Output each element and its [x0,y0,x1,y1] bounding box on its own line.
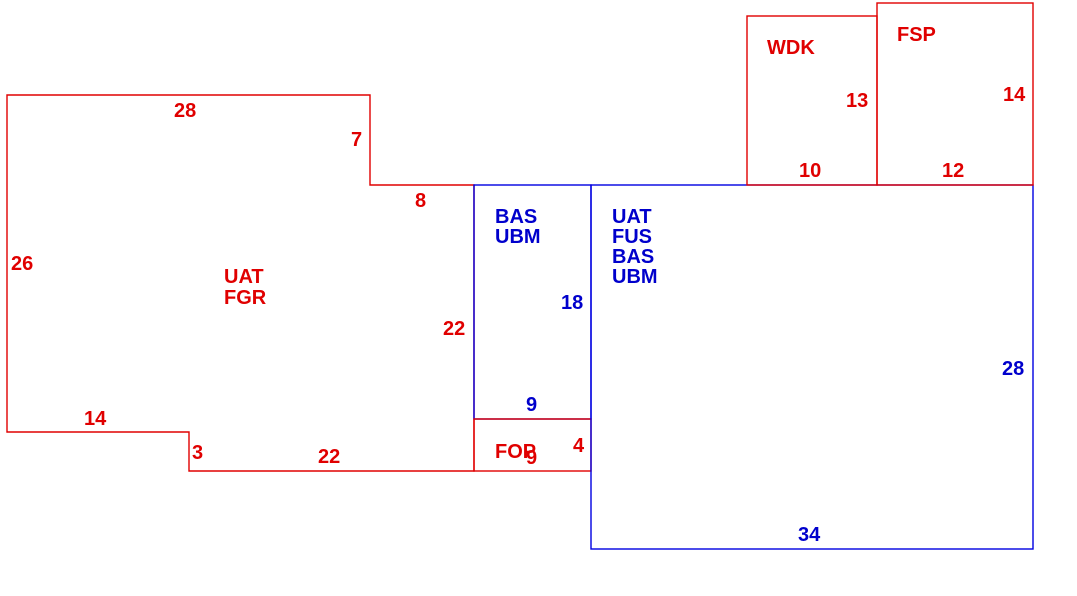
dimension-label: 14 [1003,84,1026,106]
dimension-label: 10 [799,160,821,182]
area-code: FOP [495,441,536,463]
dimension-label: 28 [1002,358,1024,380]
area-code: FSP [897,24,936,46]
dimension-label: 4 [573,435,585,457]
dimension-label: 13 [846,90,868,112]
dimension-label: 22 [443,318,465,340]
dimension-label: 12 [942,160,964,182]
dimension-label: 22 [318,446,340,468]
area-code: UBM [612,266,658,288]
area-code: FUS [612,226,652,248]
area-outline-uat-fus-bas-ubm [590,184,1034,550]
dimension-label: 14 [84,408,107,430]
dimension-label: 9 [526,394,537,416]
dimension-label: 9 [526,447,537,469]
area-code: BAS [495,206,537,228]
dimension-label: 8 [415,190,426,212]
dimension-label: 7 [351,129,362,151]
area-code: UBM [495,226,541,248]
area-code: BAS [612,246,654,268]
area-code: WDK [767,37,815,59]
dimension-label: 18 [561,292,583,314]
dimension-label: 28 [174,100,196,122]
dimension-label: 26 [11,253,33,275]
area-code: UAT [612,206,652,228]
dimension-label: 3 [192,442,203,464]
area-code: UAT [224,266,264,288]
area-outline-fsp [876,2,1034,186]
dimension-label: 34 [798,524,821,546]
area-code: FGR [224,287,267,309]
